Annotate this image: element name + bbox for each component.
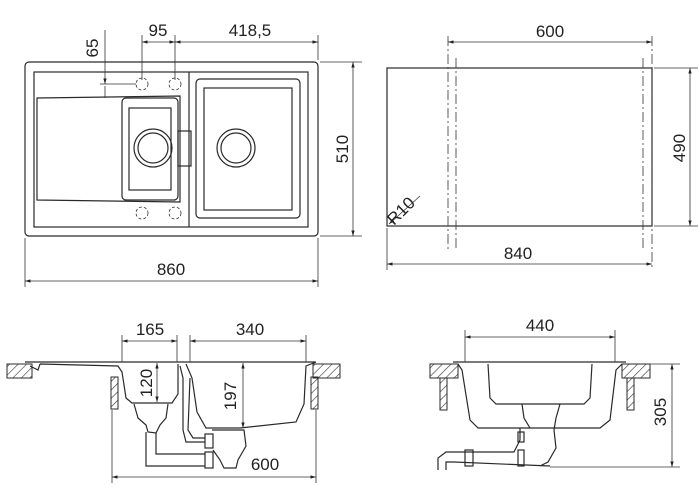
dim-197: 197 (221, 382, 240, 410)
side-pipes (437, 403, 561, 470)
dim-600-cabinet: 600 (251, 455, 279, 474)
front-pipes (145, 365, 205, 467)
overflow-tab (177, 130, 192, 167)
large-waste-trap (212, 429, 247, 469)
small-bowl (121, 97, 179, 201)
small-bowl-inner (128, 107, 172, 191)
dim-440: 440 (526, 316, 554, 335)
small-drain-icon (133, 128, 173, 168)
cutout-view: 600 490 840 R10 (383, 22, 698, 270)
dim-120: 120 (137, 369, 156, 397)
front-section: 165 340 120 197 600 (6, 320, 341, 483)
top-view: 95 418,5 65 510 860 (24, 21, 362, 287)
large-bowl-inner (203, 87, 293, 211)
radius-r10: R10 (383, 193, 418, 228)
large-drain-icon (216, 128, 256, 168)
sink-rim (33, 71, 309, 228)
dim-860: 860 (157, 260, 185, 279)
dim-840: 840 (504, 244, 532, 263)
front-bowl-profile (25, 361, 317, 429)
side-bowl-outer (453, 361, 626, 429)
dim-600: 600 (536, 22, 564, 41)
sink-outline (24, 61, 319, 237)
side-bowl-inner (487, 363, 593, 405)
dim-418-5: 418,5 (229, 21, 272, 40)
large-bowl (195, 78, 301, 219)
tap-holes (135, 77, 182, 220)
dim-165: 165 (136, 320, 164, 339)
dim-490: 490 (670, 134, 689, 162)
dim-65: 65 (83, 39, 102, 58)
dim-340: 340 (236, 320, 264, 339)
side-section: 440 305 (429, 316, 680, 470)
dim-305: 305 (651, 398, 670, 426)
drainboard (36, 95, 181, 203)
dim-95: 95 (149, 21, 168, 40)
dim-510: 510 (333, 135, 352, 163)
cutout-outline (386, 67, 653, 227)
small-waste-trap (133, 403, 169, 434)
